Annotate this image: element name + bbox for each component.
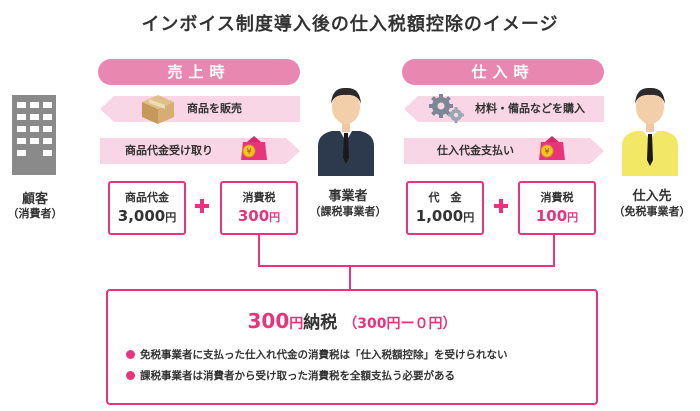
connector-line (349, 265, 351, 291)
customer-sub: （消費者） (7, 207, 63, 220)
result-note-text: 免税事業者に支払った仕入れ代金の消費税は「仕入税額控除」を受けられない (140, 349, 508, 361)
supplier-sub: （免税事業者） (613, 205, 691, 218)
bullet-dot-icon (126, 350, 135, 359)
business-name: 事業者 (328, 189, 368, 204)
box-icon (142, 95, 174, 124)
yen-wallet-icon: ¥ (539, 136, 565, 160)
purchase-price-value: 1,000 (415, 207, 464, 225)
purchase-price-unit: 円 (463, 211, 475, 224)
sales-price-box: 商品代金 3,000円 (108, 181, 186, 235)
purchase-tax-unit: 円 (567, 211, 579, 224)
bullet-dot-icon (126, 371, 135, 380)
sales-price-label: 商品代金 (125, 191, 169, 204)
sales-header: 売上時 (98, 59, 300, 85)
purchase-payment-arrow (404, 138, 604, 164)
result-word: 納税 (303, 313, 338, 333)
purchase-tax-label: 消費税 (540, 191, 574, 204)
customer-name: 顧客 (21, 192, 48, 207)
business-sub: （課税事業者） (309, 205, 387, 218)
sales-price-unit: 円 (165, 211, 177, 224)
result-box: 300円納税 （300円ー０円） 免税事業者に支払った仕入れ代金の消費税は「仕入税… (106, 289, 598, 405)
purchase-tax-value: 100 (535, 207, 568, 225)
sales-tax-box: 消費税 300円 (220, 181, 298, 235)
result-headline: 300円納税 （300円ー０円） (108, 308, 596, 333)
building-icon (12, 95, 56, 175)
sales-price-value: 3,000 (117, 207, 166, 225)
plus-icon (494, 199, 508, 213)
connector-line (553, 233, 555, 267)
result-formula: （300円ー０円） (343, 316, 457, 332)
svg-text:¥: ¥ (246, 147, 251, 156)
connector-line (258, 265, 555, 267)
plus-icon (195, 199, 209, 213)
svg-text:¥: ¥ (544, 147, 549, 156)
result-amount: 300 (247, 309, 290, 333)
sales-tax-value: 300 (237, 207, 270, 225)
sales-tax-unit: 円 (269, 211, 281, 224)
page-title: インボイス制度導入後の仕入税額控除のイメージ (141, 14, 559, 35)
purchase-goods-label: 材料・備品などを購入 (475, 102, 585, 115)
sales-payment-label: 商品代金受け取り (125, 144, 213, 157)
purchase-price-label: 代 金 (428, 191, 462, 204)
result-note: 免税事業者に支払った仕入れ代金の消費税は「仕入税額控除」を受けられない (126, 347, 508, 362)
purchase-header: 仕入時 (402, 59, 604, 85)
sales-goods-arrow (100, 96, 300, 122)
supplier-person-icon (622, 87, 678, 176)
purchase-price-box: 代 金 1,000円 (406, 181, 484, 235)
sales-goods-label: 商品を販売 (187, 102, 242, 115)
yen-wallet-icon: ¥ (241, 136, 267, 160)
supplier-name: 仕入先 (632, 189, 672, 204)
result-unit: 円 (289, 316, 304, 332)
gears-icon (429, 94, 464, 123)
connector-line (258, 233, 260, 267)
businessman-icon (318, 87, 374, 176)
result-note-text: 課税事業者は消費者から受け取った消費税を全額支払う必要がある (140, 370, 455, 382)
purchase-tax-box: 消費税 100円 (518, 181, 596, 235)
purchase-payment-label: 仕入代金支払い (437, 144, 514, 157)
sales-tax-label: 消費税 (242, 191, 276, 204)
result-note: 課税事業者は消費者から受け取った消費税を全額支払う必要がある (126, 368, 455, 383)
